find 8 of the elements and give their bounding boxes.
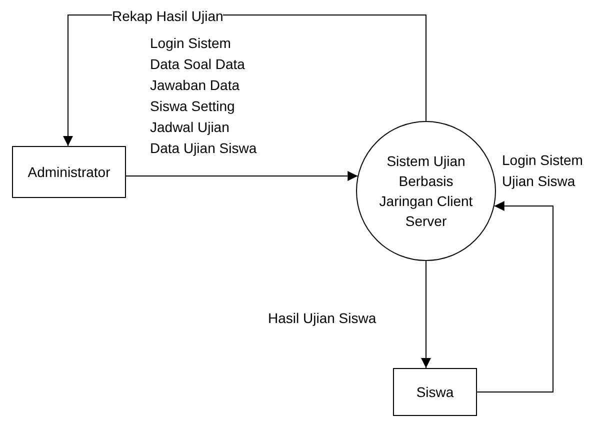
arrow — [476, 201, 554, 392]
arrow — [126, 171, 358, 181]
entity-box — [393, 368, 477, 416]
arrow — [421, 260, 431, 368]
process-label: Sistem Ujian Berbasis Jaringan Client Server — [378, 152, 474, 231]
entity-label: Administrator — [28, 163, 110, 182]
entity-box — [12, 146, 126, 198]
entity-label: Siswa — [416, 383, 454, 402]
